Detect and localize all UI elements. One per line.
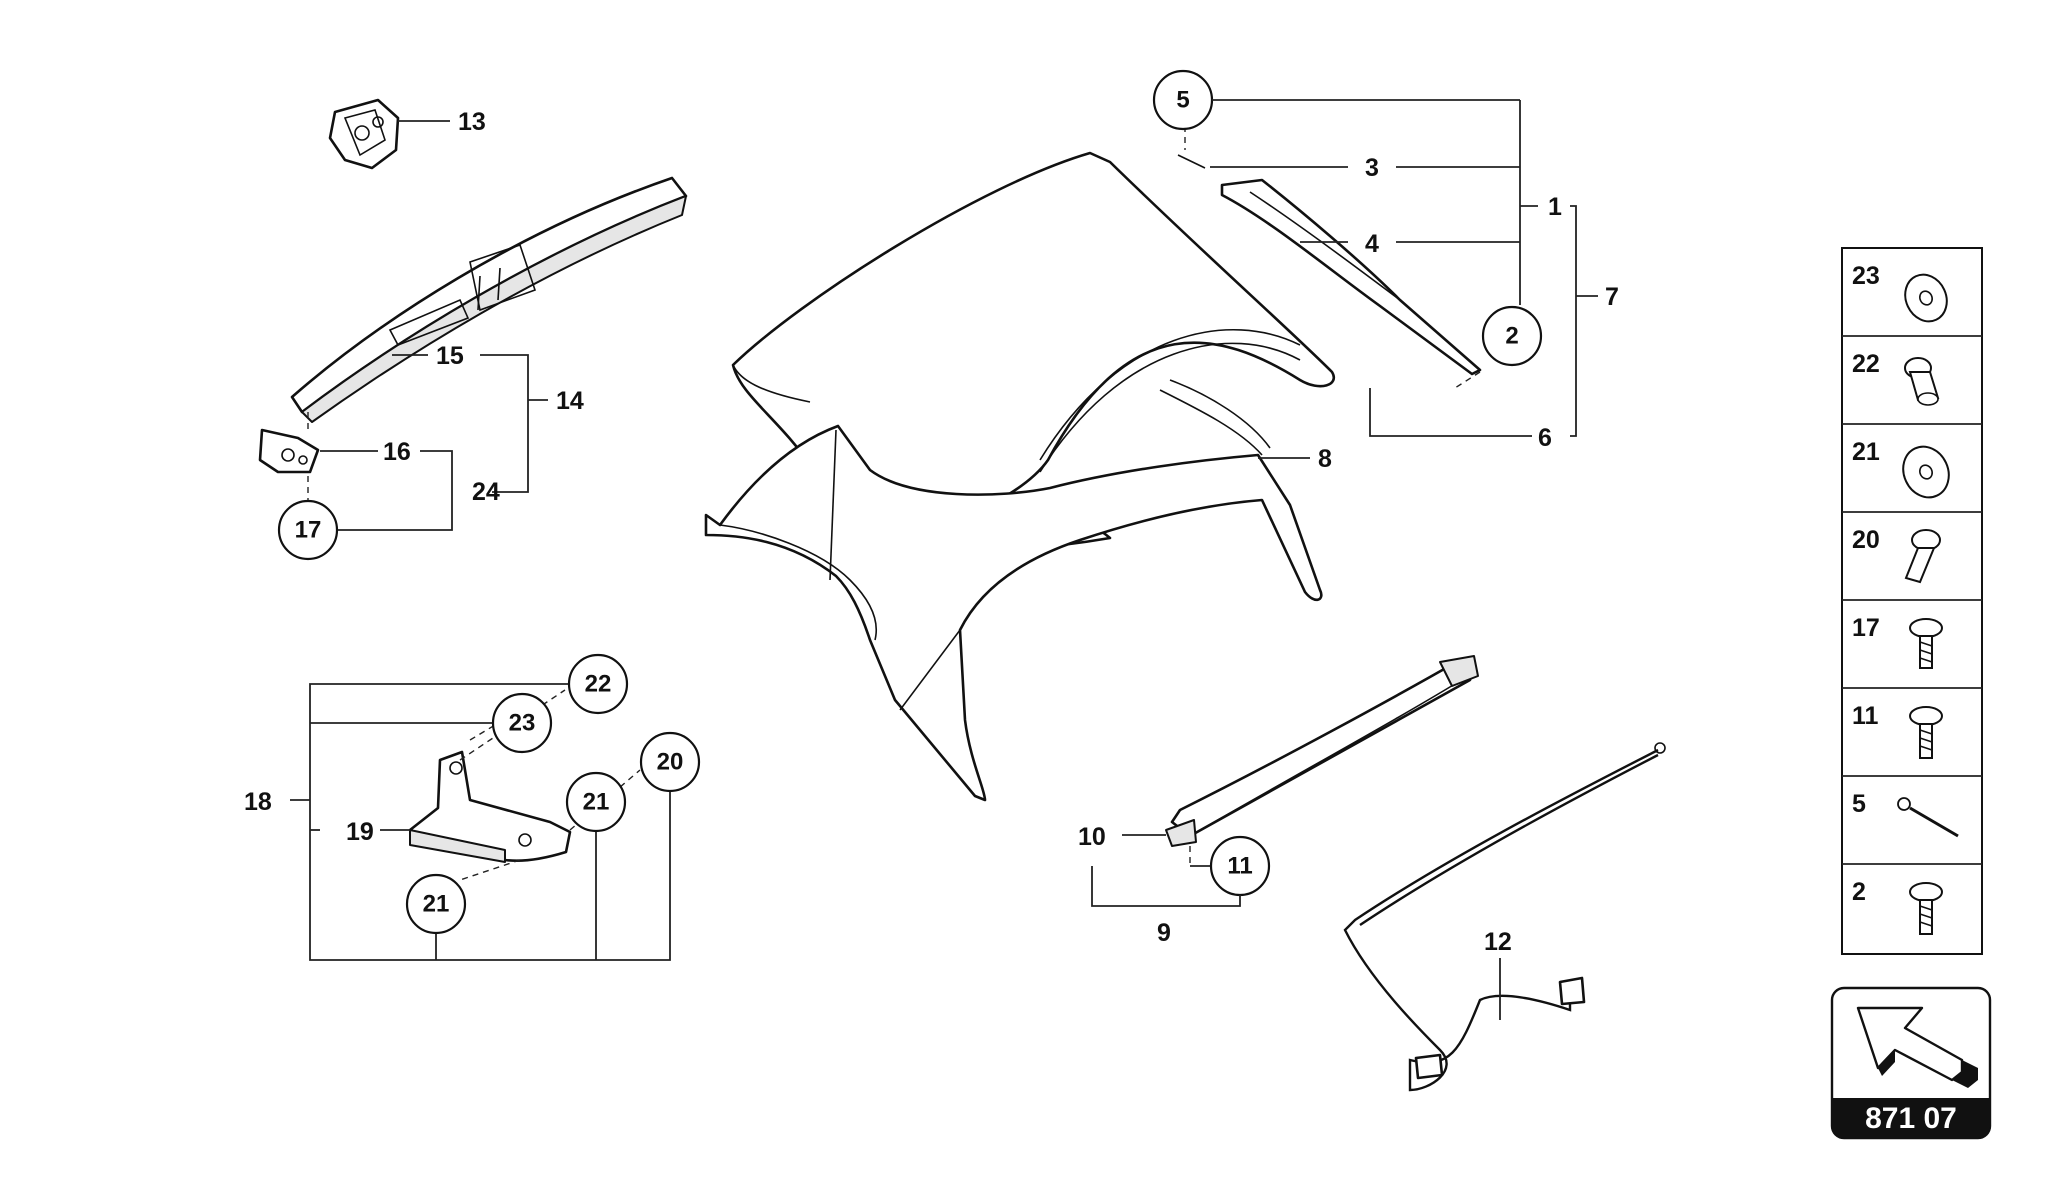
legend-label-5: 5 xyxy=(1852,790,1866,818)
callout-24: 24 xyxy=(472,478,500,506)
pin-icon xyxy=(1904,529,1941,584)
screw-icon xyxy=(1909,882,1943,935)
legend-label-20: 20 xyxy=(1852,526,1880,554)
callout-14: 14 xyxy=(556,387,584,415)
callout-19: 19 xyxy=(346,818,374,846)
callout-20: 20 xyxy=(657,749,684,776)
part-13-bracket[interactable] xyxy=(328,98,400,170)
callout-23: 23 xyxy=(509,710,536,737)
callout-6: 6 xyxy=(1538,424,1552,452)
legend-label-22: 22 xyxy=(1852,350,1880,378)
callout-4: 4 xyxy=(1365,230,1379,258)
washer-icon xyxy=(1902,445,1950,499)
legend-label-17: 17 xyxy=(1852,614,1880,642)
part-15-rail[interactable] xyxy=(290,176,688,423)
callout-22: 22 xyxy=(585,671,612,698)
direction-arrow-icon xyxy=(1856,1006,1978,1088)
callout-21b: 21 xyxy=(423,891,450,918)
part-19-bracket[interactable] xyxy=(408,750,572,863)
callout-17: 17 xyxy=(295,517,322,544)
callout-7: 7 xyxy=(1605,283,1619,311)
legend-label-11: 11 xyxy=(1852,702,1879,730)
clip-icon xyxy=(1904,357,1940,406)
callout-11: 11 xyxy=(1227,853,1252,880)
part-10-crossbar[interactable] xyxy=(1165,655,1479,847)
part-4-seal[interactable] xyxy=(1220,178,1482,376)
part-16-clip[interactable] xyxy=(258,428,320,474)
screw-icon xyxy=(1909,618,1943,669)
washer-icon xyxy=(1904,273,1948,323)
callout-8: 8 xyxy=(1318,445,1332,473)
hardware-legend: 23 22 21 20 17 11 xyxy=(1841,247,1983,955)
callout-3: 3 xyxy=(1365,154,1379,182)
callout-15: 15 xyxy=(436,342,464,370)
callout-5: 5 xyxy=(1176,87,1189,114)
callout-18: 18 xyxy=(244,788,272,816)
legend-label-2: 2 xyxy=(1852,878,1866,906)
legend-label-21: 21 xyxy=(1852,438,1880,466)
legend-label-23: 23 xyxy=(1852,262,1880,290)
callout-1: 1 xyxy=(1548,193,1562,221)
bolt-icon xyxy=(1897,797,1959,838)
callout-9: 9 xyxy=(1157,919,1171,947)
screw-icon xyxy=(1909,706,1943,759)
reference-badge: 871 07 xyxy=(1830,986,1992,1140)
callout-21a: 21 xyxy=(583,789,610,816)
callout-2: 2 xyxy=(1505,323,1518,350)
callout-12: 12 xyxy=(1484,928,1512,956)
part-12-cable[interactable] xyxy=(1343,742,1666,1092)
callout-10: 10 xyxy=(1078,823,1106,851)
part-8-frame[interactable] xyxy=(704,379,1323,802)
reference-code: 871 07 xyxy=(1865,1102,1957,1135)
callout-16: 16 xyxy=(383,438,411,466)
callout-13: 13 xyxy=(458,108,486,136)
